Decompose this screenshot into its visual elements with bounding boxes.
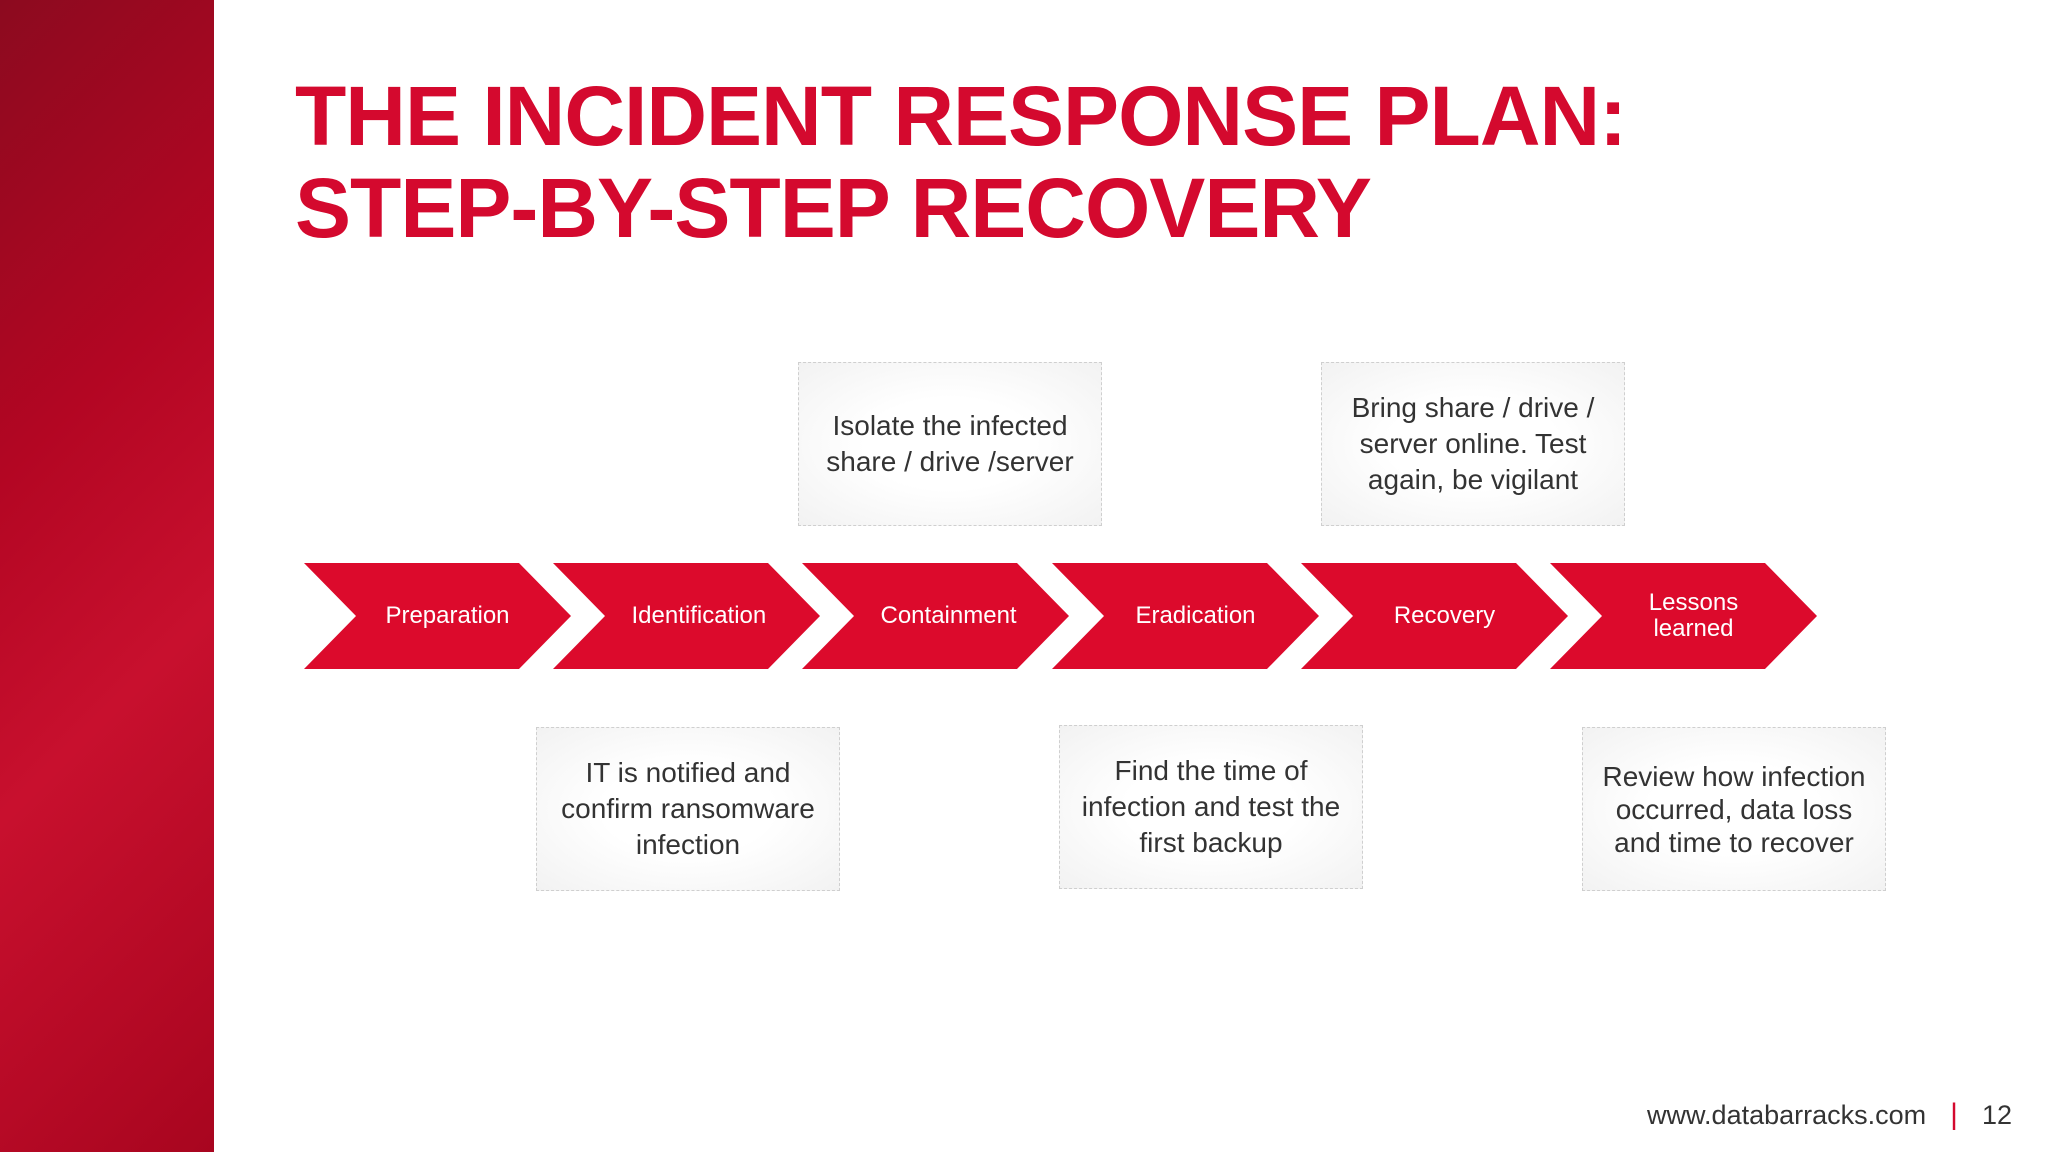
step-label: Identification: [631, 602, 767, 629]
step-label: Eradication: [1135, 602, 1256, 629]
step-lessons-learned: Lessons learned: [1550, 563, 1817, 669]
step-eradication: Eradication: [1052, 563, 1319, 669]
note-containment: Isolate the infected share / drive /serv…: [798, 362, 1102, 526]
note-text: Review how infection occurred, data loss…: [1602, 760, 1866, 858]
title-line-2: STEP-BY-STEP RECOVERY: [295, 161, 1372, 255]
note-recovery: Bring share / drive / server online. Tes…: [1321, 362, 1625, 526]
page-number: 12: [1981, 1099, 2012, 1130]
note-eradication: Find the time of infection and test the …: [1059, 725, 1363, 889]
step-label: Recovery: [1393, 602, 1496, 629]
note-text: IT is notified and confirm ransomware in…: [561, 757, 815, 860]
step-label: Containment: [880, 602, 1017, 629]
note-text: Bring share / drive / server online. Tes…: [1351, 392, 1595, 495]
footer-separator: |: [1950, 1098, 1958, 1131]
note-text: Find the time of infection and test the …: [1081, 755, 1341, 858]
slide-footer: www.databarracks.com | 12: [1647, 1098, 2012, 1132]
step-recovery: Recovery: [1301, 563, 1568, 669]
slide-title: THE INCIDENT RESPONSE PLAN: STEP-BY-STEP…: [295, 69, 1627, 255]
title-line-1: THE INCIDENT RESPONSE PLAN:: [295, 69, 1627, 163]
step-label: Lessons learned: [1648, 589, 1739, 642]
step-preparation: Preparation: [304, 563, 571, 669]
footer-url: www.databarracks.com: [1647, 1099, 1927, 1130]
red-sidebar: [0, 0, 214, 1152]
note-lessons-learned: Review how infection occurred, data loss…: [1582, 727, 1886, 891]
step-containment: Containment: [802, 563, 1069, 669]
note-identification: IT is notified and confirm ransomware in…: [536, 727, 840, 891]
step-identification: Identification: [553, 563, 820, 669]
step-label: Preparation: [385, 602, 510, 629]
note-text: Isolate the infected share / drive /serv…: [826, 410, 1074, 477]
